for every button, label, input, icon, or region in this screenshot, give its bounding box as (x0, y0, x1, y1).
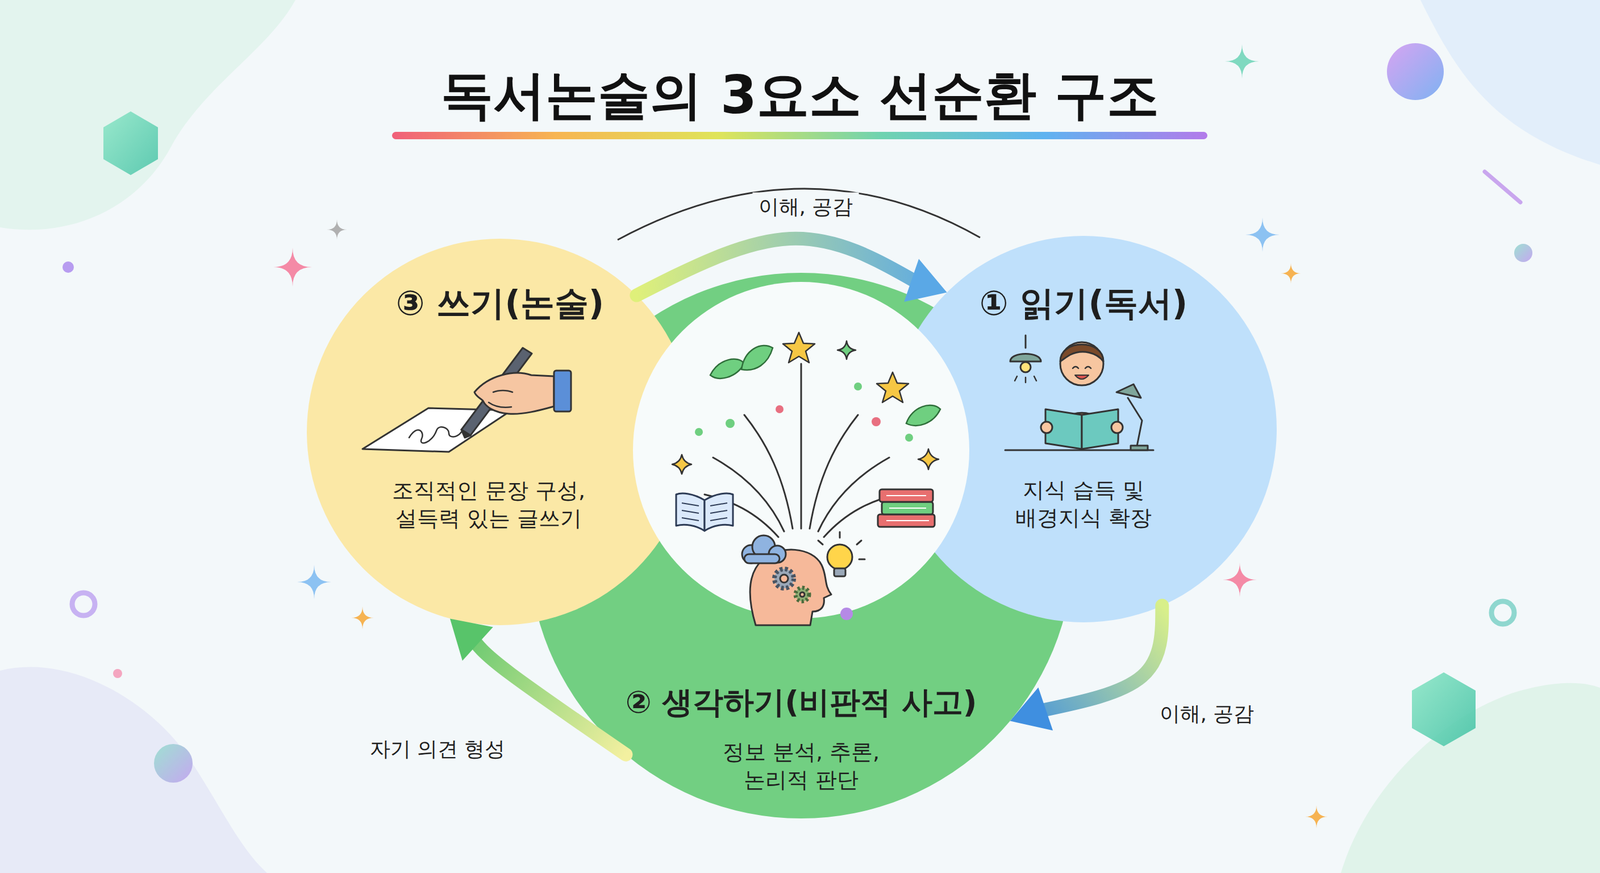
sparkle (1305, 805, 1328, 828)
arrow-shaft (1040, 605, 1162, 711)
ring (72, 592, 95, 616)
arrow-head (450, 618, 494, 661)
cycle-arrow (1010, 605, 1163, 731)
book-stack (877, 489, 935, 527)
edge-label: 이해, 공감 (1153, 699, 1261, 729)
orb (153, 743, 193, 783)
corner-blob (0, 667, 268, 873)
sparkle (326, 219, 348, 240)
edge-label: 이해, 공감 (752, 192, 860, 222)
hexagon (103, 111, 158, 175)
stars (672, 332, 939, 474)
node-body: 정보 분석, 추론, 논리적 판단 (710, 738, 893, 795)
edge-label: 자기 의견 형성 (364, 734, 512, 764)
arrow-head (1010, 687, 1053, 731)
reading-child (1005, 335, 1154, 450)
orb (1386, 43, 1444, 100)
sparkle (1280, 263, 1302, 284)
sparkle (351, 606, 374, 629)
hexagon (1411, 672, 1476, 747)
open-book (676, 493, 733, 531)
node-heading: ③ 쓰기(논술) (396, 280, 605, 325)
arrow-head (903, 258, 947, 302)
arrow-shaft (636, 238, 917, 296)
title: 독서논술의 3요소 선순환 구조 (440, 61, 1160, 130)
node-body: 조직적인 문장 구성, 설득력 있는 글쓰기 (377, 476, 600, 533)
leaves (710, 345, 941, 426)
thinking-head (742, 531, 865, 625)
sparkle (273, 247, 312, 287)
burst-lines (704, 363, 898, 537)
title-underline (392, 131, 1208, 140)
writing-hand (362, 347, 572, 452)
orb (1514, 243, 1533, 262)
dot (62, 261, 74, 273)
sparkle (1222, 562, 1257, 597)
ring (1491, 601, 1515, 624)
sparkle (1225, 44, 1260, 79)
node-body: 지식 습득 및 배경지식 확장 (998, 476, 1169, 533)
cycle-arrow (636, 238, 947, 302)
node-heading: ② 생각하기(비판적 사고) (625, 682, 978, 723)
stroke-decor (1484, 171, 1521, 203)
dot (113, 668, 123, 678)
sparkle (297, 564, 332, 599)
node-heading: ① 읽기(독서) (979, 280, 1189, 325)
sparkle (1245, 217, 1280, 252)
corner-blob (1420, 0, 1600, 165)
corner-blob (0, 0, 296, 230)
